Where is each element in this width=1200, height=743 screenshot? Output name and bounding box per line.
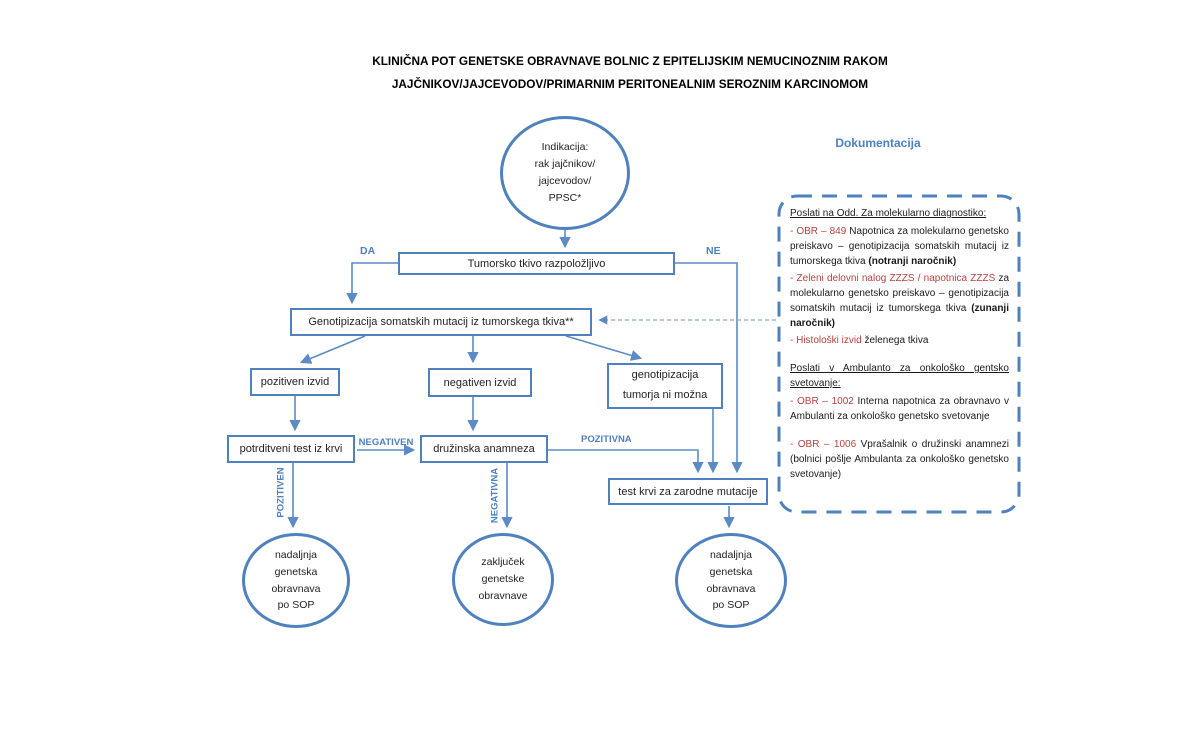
doc-obr1002-code: - OBR – 1002 [790, 396, 854, 407]
edge-label-negativna: NEGATIVNA [489, 467, 501, 524]
edge-label-negativen: NEGATIVEN [358, 437, 414, 448]
genotyping-not-possible-box: genotipizacija tumorja ni možna [607, 363, 723, 409]
doc-zzzs-text: za molekularno genetsko preiskavo – geno… [790, 273, 1010, 314]
doc-obr1002-text: Interna napotnica za obravnavo v Ambulan… [790, 396, 1009, 422]
doc-item-obr1002: - OBR – 1002 Interna napotnica za obravn… [790, 394, 1009, 424]
doc-zzzs-code: - Zeleni delovni nalog ZZZS / napotnica … [790, 273, 996, 284]
doc-obr849-code: - OBR – 849 [790, 226, 847, 237]
indication-circle: Indikacija: rak jajčnikov/ jajcevodov/ P… [500, 116, 630, 230]
doc-zzzs-bold: (zunanji naročnik) [790, 303, 1009, 329]
doc-section2-title: Poslati v Ambulanto za onkološko gentsko… [790, 363, 1009, 389]
doc-item-obr1006: - OBR – 1006 Vprašalnik o družinski anam… [790, 437, 1009, 482]
page-title: KLINIČNA POT GENETSKE OBRAVNAVE BOLNIC Z… [130, 50, 1130, 96]
outcome-circle-right: nadaljnja genetska obravnava po SOP [675, 533, 787, 628]
edge-label-pozitiven: POZITIVEN [275, 467, 287, 518]
doc-histo-text: želenega tkiva [861, 335, 929, 346]
doc-obr849-text: Napotnica za molekularno genetsko preisk… [790, 226, 1009, 267]
edge-label-pozitivna: POZITIVNA [581, 434, 632, 445]
page-title-line1: KLINIČNA POT GENETSKE OBRAVNAVE BOLNIC Z… [372, 54, 888, 68]
documentation-panel: Poslati na Odd. Za molekularno diagnosti… [790, 206, 1009, 484]
tumor-tissue-available-box: Tumorsko tkivo razpoložljivo [398, 252, 675, 275]
somatic-genotyping-box: Genotipizacija somatskih mutacij iz tumo… [290, 308, 592, 336]
family-history-box: družinska anamneza [420, 435, 548, 463]
arrow-genotyping-to-positive [299, 335, 366, 364]
doc-item-obr849: - OBR – 849 Napotnica za molekularno gen… [790, 224, 1009, 269]
negative-result-box: negativen izvid [428, 368, 532, 397]
doc-section1-title: Poslati na Odd. Za molekularno diagnosti… [790, 208, 987, 219]
doc-histo-code: - Histološki izvid [790, 335, 862, 346]
edge-label-da: DA [360, 245, 376, 257]
doc-obr1006-code: - OBR – 1006 [790, 439, 857, 450]
doc-obr1006-text: Vprašalnik o družinski anamnezi (bolnici… [790, 439, 1009, 480]
doc-item-histo: - Histološki izvid želenega tkiva [790, 333, 1009, 348]
germline-blood-test-box: test krvi za zarodne mutacije [608, 478, 768, 505]
positive-result-box: pozitiven izvid [250, 368, 340, 396]
arrow-genotyping-to-notpossible [565, 335, 643, 361]
doc-item-zzzs: - Zeleni delovni nalog ZZZS / napotnica … [790, 271, 1009, 331]
confirmatory-blood-test-box: potrditveni test iz krvi [227, 435, 355, 463]
outcome-circle-middle: zaključek genetske obravnave [452, 533, 554, 626]
page-title-line2: JAJČNIKOV/JAJCEVODOV/PRIMARNIM PERITONEA… [391, 77, 869, 91]
outcome-circle-left: nadaljnja genetska obravnava po SOP [242, 533, 350, 628]
edge-label-ne: NE [706, 245, 721, 257]
doc-obr849-bold: (notranji naročnik) [868, 256, 957, 267]
arrow-da-to-genotyping [346, 262, 398, 305]
documentation-heading: Dokumentacija [835, 136, 921, 150]
arrow-pozitivna-family-to-bloodtest [548, 449, 704, 474]
